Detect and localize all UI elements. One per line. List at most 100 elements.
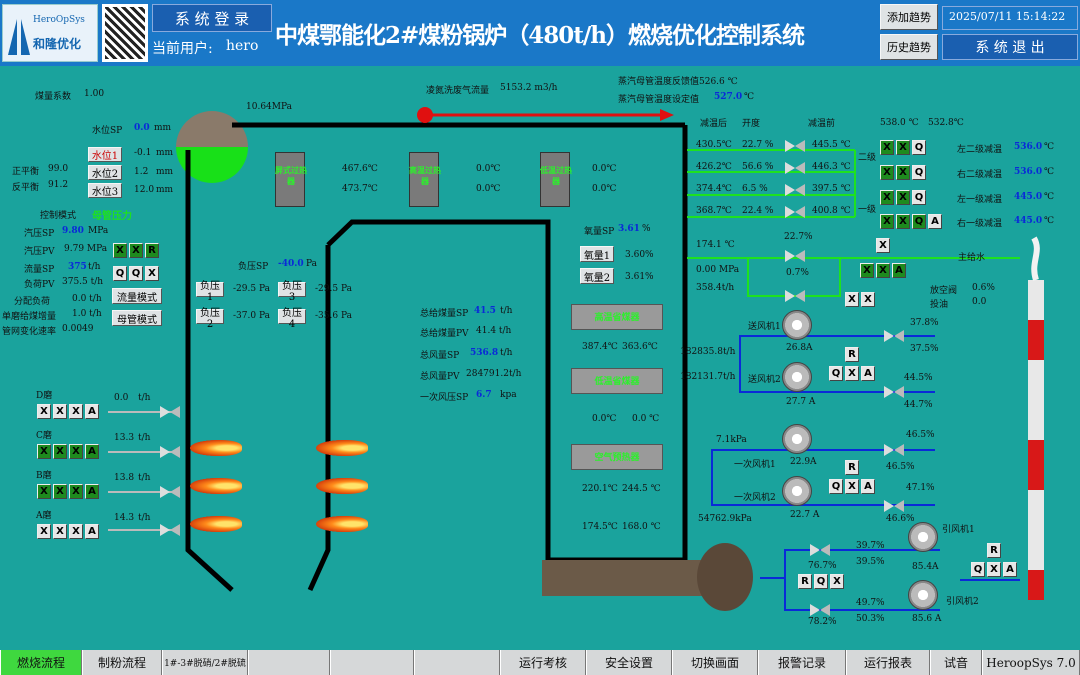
steam-r[interactable]: R — [145, 243, 159, 258]
valve-icon[interactable] — [160, 406, 180, 418]
steam-x2[interactable]: X — [129, 243, 143, 258]
mill-control-x[interactable]: X — [37, 444, 51, 459]
valve-icon[interactable] — [160, 486, 180, 498]
desuper-setpoint[interactable]: 536.0 — [1014, 142, 1043, 152]
mill-control-a[interactable]: A — [85, 444, 99, 459]
feed-x3[interactable]: X — [876, 263, 890, 278]
fan-icon[interactable] — [908, 522, 938, 552]
desuper-control-x[interactable]: X — [896, 214, 910, 229]
tab-1[interactable]: 燃烧流程 — [0, 650, 82, 675]
valve-icon[interactable] — [785, 290, 805, 302]
mill-control-a[interactable]: A — [85, 484, 99, 499]
pa-q[interactable]: Q — [829, 479, 843, 494]
desuper-control-x[interactable]: X — [896, 140, 910, 155]
desuper-control-q[interactable]: Q — [912, 190, 926, 205]
flow-q2[interactable]: Q — [129, 266, 143, 281]
total-air-sp[interactable]: 536.8 — [470, 348, 499, 358]
tab-2[interactable]: 制粉流程 — [82, 650, 162, 675]
desuper-control-x[interactable]: X — [880, 190, 894, 205]
sf-q[interactable]: Q — [829, 366, 843, 381]
level-sp[interactable]: 0.0 — [134, 123, 150, 133]
id-x2[interactable]: X — [987, 562, 1001, 577]
tab-3[interactable]: 1#-3#脱硝/2#脱硫 — [162, 650, 248, 675]
mill-control-x[interactable]: X — [69, 484, 83, 499]
mill-control-x[interactable]: X — [53, 524, 67, 539]
desuper-setpoint[interactable]: 445.0 — [1014, 216, 1043, 226]
neg2-button[interactable]: 负压2 — [196, 308, 224, 330]
tab-10[interactable]: 报警记录 — [758, 650, 846, 675]
id-r1[interactable]: R — [798, 574, 812, 589]
id-q2[interactable]: Q — [971, 562, 985, 577]
sf-r[interactable]: R — [845, 347, 859, 362]
tab-12[interactable]: 试音 — [930, 650, 982, 675]
id-r2[interactable]: R — [987, 543, 1001, 558]
pa-x[interactable]: X — [845, 479, 859, 494]
mill-control-x[interactable]: X — [53, 484, 67, 499]
valve-icon[interactable] — [160, 524, 180, 536]
flow-mode-button[interactable]: 流量模式 — [112, 288, 162, 304]
desuper-control-x[interactable]: X — [880, 165, 894, 180]
primary-air-p[interactable]: 6.7 — [476, 390, 492, 400]
mill-control-x[interactable]: X — [37, 484, 51, 499]
fan-icon[interactable] — [782, 424, 812, 454]
o2-1-button[interactable]: 氧量1 — [580, 246, 614, 262]
level1-button[interactable]: 水位1 — [88, 147, 122, 162]
flow-q1[interactable]: Q — [113, 266, 127, 281]
o2-sp[interactable]: 3.61 — [618, 224, 640, 234]
feed-x2[interactable]: X — [860, 263, 874, 278]
tab-8[interactable]: 安全设置 — [586, 650, 672, 675]
valve-icon[interactable] — [884, 500, 904, 512]
mill-control-a[interactable]: A — [85, 404, 99, 419]
mill-control-x[interactable]: X — [69, 524, 83, 539]
neg3-button[interactable]: 负压3 — [278, 281, 306, 303]
desuper-control-a[interactable]: A — [928, 214, 942, 229]
login-button[interactable]: 系 统 登 录 — [152, 4, 272, 32]
fan-icon[interactable] — [782, 476, 812, 506]
valve-icon[interactable] — [884, 444, 904, 456]
mill-control-x[interactable]: X — [69, 444, 83, 459]
neg-sp[interactable]: -40.0 — [278, 259, 304, 269]
o2-2-button[interactable]: 氧量2 — [580, 268, 614, 284]
mill-control-x[interactable]: X — [69, 404, 83, 419]
desuper-control-x[interactable]: X — [896, 165, 910, 180]
feed-a[interactable]: A — [892, 263, 906, 278]
add-trend-button[interactable]: 添加趋势 — [880, 4, 938, 30]
steam-x1[interactable]: X — [113, 243, 127, 258]
sf-x[interactable]: X — [845, 366, 859, 381]
tab-6[interactable] — [414, 650, 500, 675]
flow-x[interactable]: X — [145, 266, 159, 281]
valve-icon[interactable] — [785, 162, 805, 174]
history-trend-button[interactable]: 历史趋势 — [880, 34, 938, 60]
id-x1[interactable]: X — [830, 574, 844, 589]
valve-icon[interactable] — [884, 330, 904, 342]
tab-4[interactable] — [248, 650, 330, 675]
valve-icon[interactable] — [785, 184, 805, 196]
tab-11[interactable]: 运行报表 — [846, 650, 930, 675]
valve-icon[interactable] — [160, 446, 180, 458]
fan-icon[interactable] — [782, 362, 812, 392]
mill-control-x[interactable]: X — [53, 404, 67, 419]
mill-control-x[interactable]: X — [53, 444, 67, 459]
header-mode-button[interactable]: 母管模式 — [112, 310, 162, 326]
total-coal-sp[interactable]: 41.5 — [474, 306, 496, 316]
exit-button[interactable]: 系 统 退 出 — [942, 34, 1078, 60]
desuper-control-q[interactable]: Q — [912, 165, 926, 180]
pa-r[interactable]: R — [845, 460, 859, 475]
tab-13[interactable]: HeroopSys 7.0 — [982, 650, 1080, 675]
bypass-x2[interactable]: X — [861, 292, 875, 307]
tab-5[interactable] — [330, 650, 414, 675]
flow-sp[interactable]: 375 — [68, 262, 87, 272]
valve-icon[interactable] — [810, 604, 830, 616]
mill-control-a[interactable]: A — [85, 524, 99, 539]
tab-9[interactable]: 切换画面 — [672, 650, 758, 675]
valve-icon[interactable] — [810, 544, 830, 556]
fan-icon[interactable] — [782, 310, 812, 340]
fan-icon[interactable] — [908, 580, 938, 610]
neg1-button[interactable]: 负压1 — [196, 281, 224, 303]
valve-icon[interactable] — [884, 386, 904, 398]
desuper-control-x[interactable]: X — [880, 214, 894, 229]
neg4-button[interactable]: 负压4 — [278, 308, 306, 330]
tab-7[interactable]: 运行考核 — [500, 650, 586, 675]
desuper-control-x[interactable]: X — [880, 140, 894, 155]
valve-icon[interactable] — [785, 206, 805, 218]
